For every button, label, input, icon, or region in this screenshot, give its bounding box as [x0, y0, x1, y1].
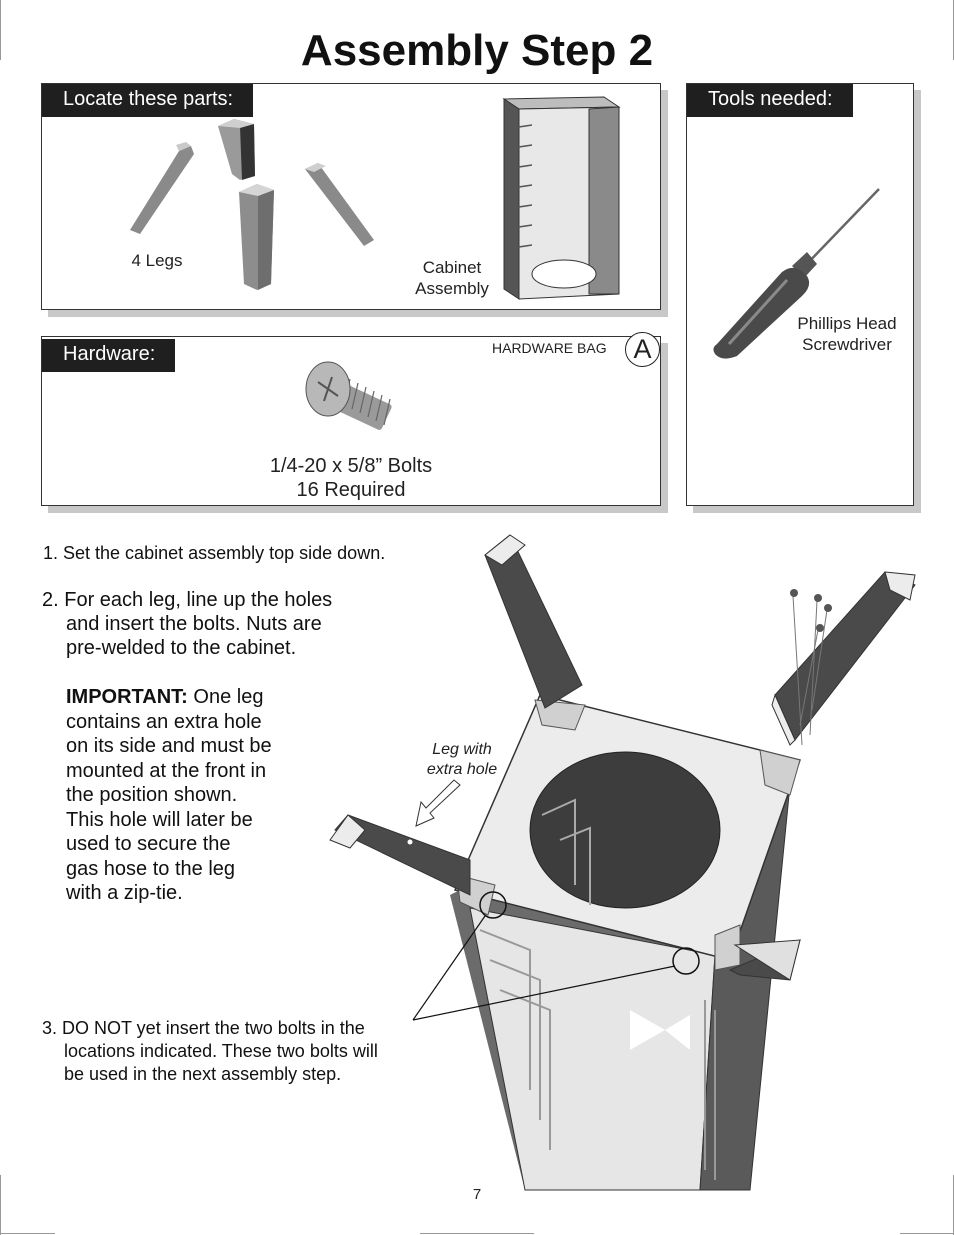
- parts-panel: Locate these parts: 4 Legs Cabinet Assem…: [41, 83, 661, 310]
- important-line-7: gas hose to the leg: [66, 857, 236, 880]
- cabinet-label-1: Cabinet: [422, 258, 482, 277]
- legs-label: 4 Legs: [131, 251, 183, 270]
- step-2-line-1: 2. For each leg, line up the holes: [42, 589, 333, 611]
- cabinet-label-2: Assembly: [415, 279, 489, 298]
- tools-panel: Tools needed: Phillips Head Screwdriver: [686, 83, 914, 506]
- hardware-bag-label: HARDWARE BAG: [492, 340, 607, 356]
- hardware-panel: Hardware: HARDWARE BAG A 1/4-20 x 5/8” B…: [41, 332, 661, 506]
- step-2-line-3: pre-welded to the cabinet.: [66, 637, 297, 659]
- important-line-5: This hole will later be: [66, 808, 253, 831]
- step-3-line-2: locations indicated. These two bolts wil…: [64, 1041, 378, 1061]
- tool-label-2: Screwdriver: [802, 335, 892, 354]
- important-line-1: contains an extra hole: [66, 710, 262, 733]
- important-line-0: IMPORTANT: One leg: [66, 685, 263, 710]
- step-2-line-2: and insert the bolts. Nuts are: [66, 613, 322, 635]
- important-label: IMPORTANT:: [66, 686, 188, 708]
- bolt-icon: [305, 361, 392, 430]
- callout-line-1: Leg with: [432, 741, 492, 758]
- cabinet-illustration: [502, 96, 621, 300]
- step-1: 1. Set the cabinet assembly top side dow…: [43, 543, 386, 563]
- important-line-3: mounted at the front in: [66, 759, 267, 782]
- bolt-label-1: 1/4-20 x 5/8” Bolts: [269, 455, 433, 477]
- tool-label-1: Phillips Head: [797, 314, 897, 333]
- important-line-4: the position shown.: [66, 784, 238, 806]
- page-title: Assembly Step 2: [300, 26, 654, 75]
- crop-mark: [420, 1233, 534, 1234]
- important-text: One leg: [193, 686, 264, 708]
- hardware-tab: Hardware:: [42, 339, 176, 372]
- crop-mark: [0, 1233, 55, 1234]
- bolt-label-2: 16 Required: [296, 479, 406, 501]
- important-line-2: on its side and must be: [66, 735, 272, 757]
- callout-line-2: extra hole: [426, 761, 498, 778]
- screwdriver-icon: [713, 188, 880, 359]
- legs-illustration: [130, 119, 374, 290]
- important-line-6: used to secure the: [66, 833, 231, 855]
- parts-tab: Locate these parts:: [42, 84, 254, 117]
- step-3-line-3: be used in the next assembly step.: [64, 1064, 342, 1084]
- page-number: 7: [472, 1186, 482, 1203]
- step-3-line-1: 3. DO NOT yet insert the two bolts in th…: [42, 1018, 365, 1038]
- crop-mark: [0, 0, 1, 60]
- crop-mark: [900, 1233, 954, 1234]
- assembly-illustration: [329, 534, 916, 1191]
- crop-mark: [0, 1175, 1, 1235]
- hardware-bag-letter: A: [625, 332, 660, 367]
- important-line-8: with a zip-tie.: [66, 882, 183, 904]
- tools-tab: Tools needed:: [687, 84, 853, 117]
